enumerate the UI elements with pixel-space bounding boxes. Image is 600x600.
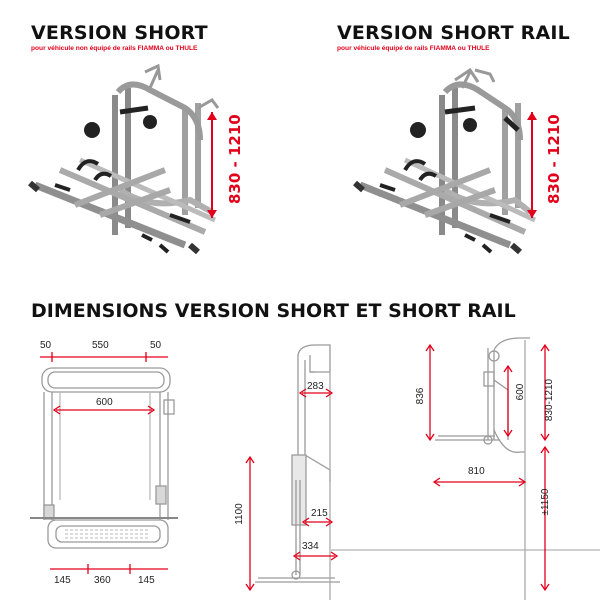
version-short-title: VERSION SHORT: [31, 22, 208, 44]
version-short-subtitle: pour véhicule non équipé de rails FIAMMA…: [31, 45, 198, 52]
version-short-rail-title: VERSION SHORT RAIL: [337, 22, 570, 44]
dim-front-inner-width: 600: [96, 397, 113, 408]
dim-front-top-mid: 550: [92, 340, 109, 351]
rack-short-image: [28, 63, 220, 255]
dim-side-low-mid-depth: 215: [311, 508, 328, 519]
version-short-rail-subtitle: pour véhicule équipé de rails FIAMMA ou …: [337, 45, 490, 52]
dim-front-bottom-mid: 360: [94, 575, 111, 586]
dim-side-high-mid-height: 600: [515, 383, 526, 401]
side-view-high-drawing: [425, 337, 550, 600]
dim-front-top-left: 50: [40, 340, 52, 351]
dim-side-high-left-height: 836: [415, 387, 426, 405]
rack-short-rail-image: [353, 67, 537, 255]
dim-side-low-height: 1100: [234, 503, 245, 525]
dimensions-title: DIMENSIONS VERSION SHORT ET SHORT RAIL: [31, 300, 516, 322]
dim-side-high-width: 810: [468, 466, 485, 477]
side-view-low-drawing: [245, 344, 600, 600]
dim-front-bottom-right: 145: [138, 575, 155, 586]
dim-side-high-range: 830-1210: [544, 378, 555, 422]
dim-front-bottom-left: 145: [54, 575, 71, 586]
front-view-drawing: [30, 352, 178, 574]
dim-side-low-bottom-depth: 334: [302, 541, 319, 552]
dim-side-low-top-depth: 283: [307, 381, 324, 392]
dim-side-high-ground: ±1150: [540, 488, 551, 516]
dim-front-top-right: 50: [150, 340, 162, 351]
